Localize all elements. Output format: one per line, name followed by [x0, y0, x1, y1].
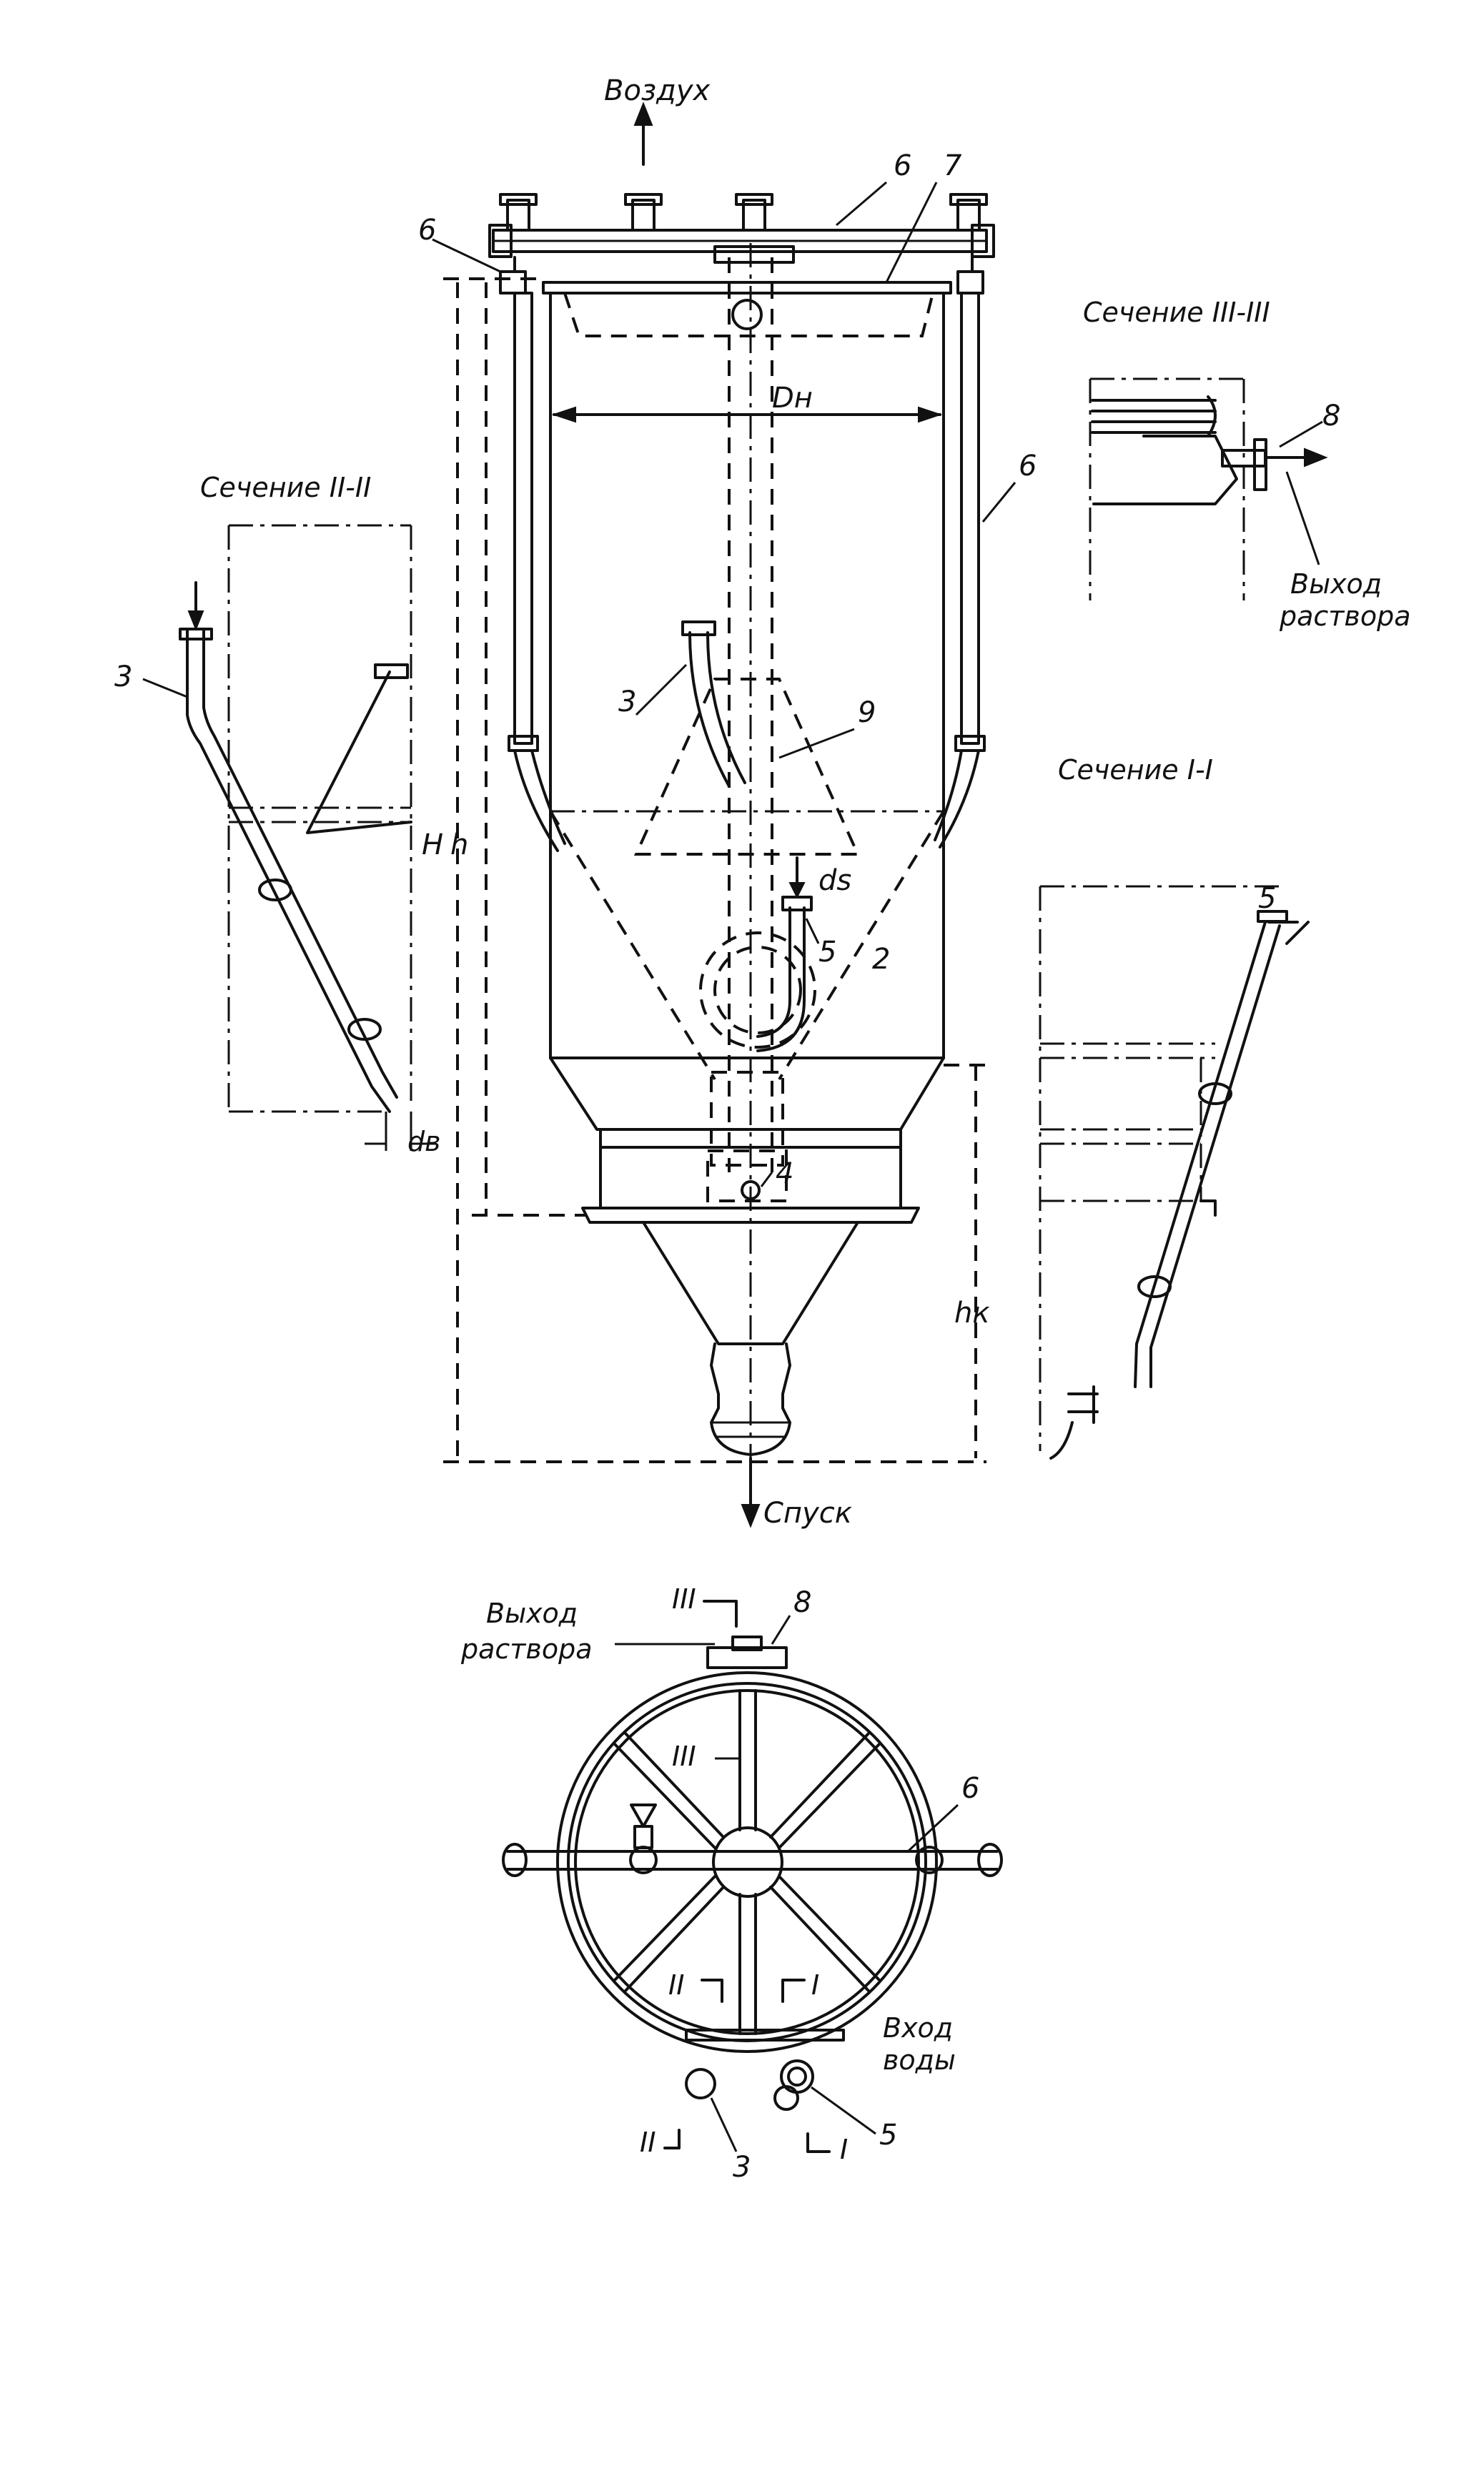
top-header-pipe	[488, 193, 995, 264]
section3-title: Сечение III-III	[1083, 297, 1270, 328]
callout-6c: 6	[1019, 450, 1037, 483]
callout-9: 9	[858, 696, 876, 729]
inlet-label-1: Вход	[883, 2012, 953, 2044]
plan-sec-iii-mark: III	[672, 1583, 696, 1615]
dim-d-label: Dн	[772, 382, 813, 415]
main-elevation-view: Воздух	[418, 74, 1037, 1530]
callout-5-plan: 5	[879, 2119, 897, 2152]
section2-title: Сечение II-II	[200, 472, 371, 503]
callout-6b: 6	[418, 214, 436, 247]
dashed-circle	[699, 931, 816, 1049]
pipe-5	[756, 906, 791, 1038]
height-dimensions: H h hк	[422, 277, 990, 1463]
plan-iii-inner: III	[672, 1741, 696, 1772]
dim-h-big: H	[422, 828, 443, 861]
callout-6a: 6	[894, 149, 911, 182]
tank-cylinder	[549, 292, 945, 1059]
plan-hub	[712, 1826, 783, 1898]
inlet-label-2: воды	[883, 2044, 956, 2076]
callout-7: 7	[944, 149, 962, 182]
callout-5: 5	[818, 936, 836, 969]
callout-3-plan: 3	[733, 2151, 751, 2184]
plan-outer-ring	[556, 1671, 938, 2053]
tank-lid	[542, 281, 952, 295]
plan-i-bottom: I	[840, 2134, 848, 2165]
dim-ds: ds	[818, 864, 851, 897]
pipe-3	[688, 631, 731, 788]
plan-view: Выход раствора III 8	[460, 1583, 1003, 2184]
plan-outlet-label-2: раствора	[460, 1633, 593, 1665]
plan-spokes	[613, 1689, 881, 2035]
plan-ii-top: II	[668, 1969, 684, 2001]
plan-header-pipe	[502, 1803, 1003, 1877]
plan-i-top: I	[811, 1969, 819, 2001]
section1-title: Сечение I-I	[1058, 754, 1213, 786]
diameter-dimension: Dн	[551, 382, 943, 423]
air-arrowhead	[633, 102, 653, 126]
callout-3: 3	[618, 686, 636, 718]
hopper-dashed	[549, 810, 945, 1081]
section-ii-view: Сечение II-II 3 dв	[114, 472, 441, 1157]
inner-cone	[633, 678, 861, 856]
callout-8-sec3: 8	[1322, 400, 1340, 432]
dim-h-small: h	[450, 828, 468, 861]
callout-6-plan: 6	[961, 1772, 979, 1805]
side-pipes	[499, 256, 986, 852]
bottom-cone	[642, 1221, 859, 1456]
plan-ii-bottom: II	[640, 2127, 656, 2158]
dim-hk: hк	[954, 1297, 990, 1330]
air-label: Воздух	[604, 74, 711, 107]
outlet-label-2: раствора	[1279, 600, 1411, 632]
callout-8-plan: 8	[793, 1586, 811, 1619]
dim-db: dв	[407, 1126, 441, 1157]
callout-3-sec2: 3	[114, 660, 132, 693]
plan-outlet-label-1: Выход	[486, 1598, 578, 1629]
callout-4: 4	[776, 1157, 793, 1190]
callout-2: 2	[872, 943, 890, 976]
callout-5-sec1: 5	[1258, 882, 1276, 915]
section-iii-view: Сечение III-III 8 Выход раствора	[1083, 297, 1411, 632]
outlet-label-1: Выход	[1290, 568, 1382, 600]
lower-frustum	[549, 1057, 945, 1224]
section-i-view: Сечение I-I 5	[1039, 754, 1310, 1460]
drain-label: Спуск	[763, 1497, 852, 1530]
central-pipe	[728, 243, 773, 1473]
